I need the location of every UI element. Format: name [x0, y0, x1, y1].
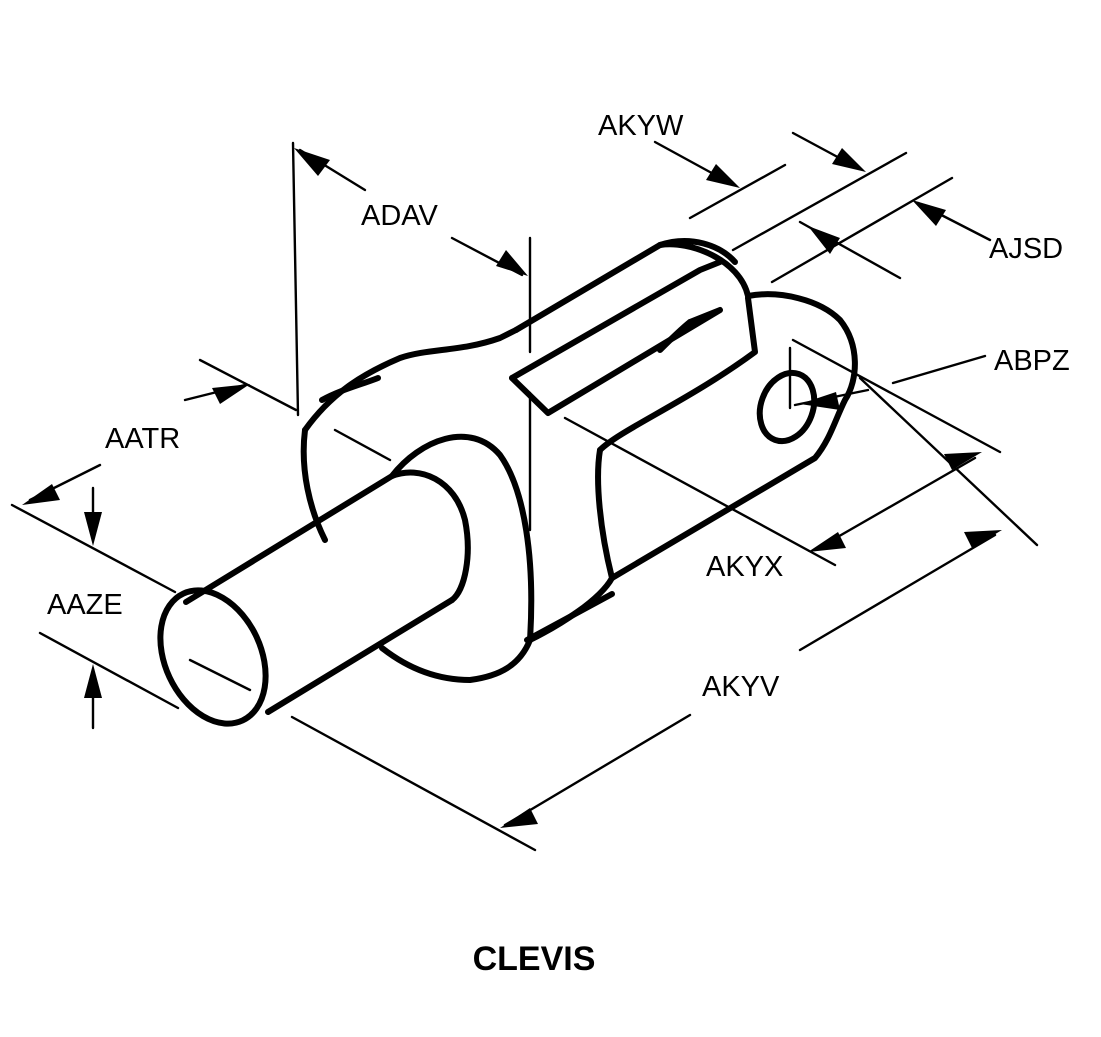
arrow-aaze-bottom	[84, 664, 102, 698]
fork	[509, 238, 858, 643]
arrow-akyw-right	[832, 148, 866, 172]
arrow-adav-left	[294, 148, 330, 176]
label-adav: ADAV	[361, 200, 438, 232]
dimension-lines	[10, 131, 1039, 852]
label-abpz: ABPZ	[994, 345, 1070, 377]
label-akyv: AKYV	[702, 671, 780, 703]
arrow-adav-right	[496, 250, 528, 276]
collar	[300, 327, 535, 683]
arrow-akyv-top	[964, 530, 1002, 548]
arrow-abpz	[800, 392, 840, 410]
arrow-akyw-left	[706, 164, 740, 188]
label-aatr: AATR	[105, 423, 180, 455]
arrow-akyx-bottom	[808, 532, 846, 552]
arrowheads	[22, 148, 1002, 828]
arrow-ajsd-bottom	[808, 226, 840, 254]
label-ajsd: AJSD	[989, 233, 1063, 265]
label-akyx: AKYX	[706, 551, 783, 583]
shank	[157, 469, 471, 727]
dimension-labels: AKYW ADAV AJSD ABPZ AATR AAZE AKYX AKYV	[47, 110, 1070, 703]
diagram-title: CLEVIS	[473, 940, 596, 978]
arrow-aatr-right	[212, 384, 250, 404]
clevis-part	[157, 238, 858, 727]
arrow-akyv-bottom	[500, 808, 538, 828]
label-aaze: AAZE	[47, 589, 123, 621]
arrow-aaze-top	[84, 512, 102, 546]
label-akyw: AKYW	[598, 110, 684, 142]
arrow-akyx-top	[944, 452, 982, 470]
arrow-aatr-left	[22, 484, 60, 505]
arrow-ajsd-top	[912, 200, 946, 226]
